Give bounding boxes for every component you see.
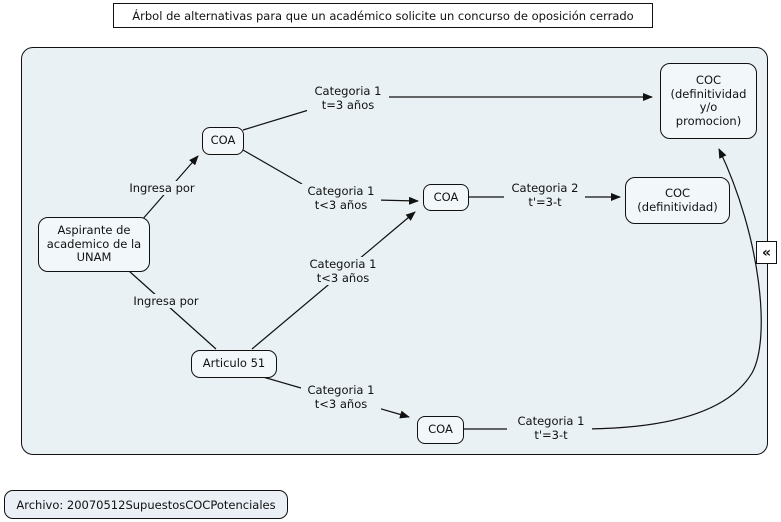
collapse-chevron-icon[interactable]: « [756, 241, 777, 264]
edge-label-categoria1-lt3-c: Categoria 1 t<3 años [301, 383, 381, 411]
node-coa-top[interactable]: COA [202, 127, 244, 155]
diagram-title: Árbol de alternativas para que un académ… [113, 3, 653, 28]
node-coa-bottom[interactable]: COA [417, 416, 464, 444]
file-name-label: Archivo: 20070512SupuestosCOCPotenciales [4, 490, 288, 519]
edge-label-categoria1-lt3-b: Categoria 1 t<3 años [303, 257, 383, 285]
node-coa-middle[interactable]: COA [423, 184, 469, 211]
edge-label-categoria2-t3mt: Categoria 2 t'=3-t [505, 181, 585, 209]
node-aspirante-unam[interactable]: Aspirante de academico de la UNAM [38, 217, 150, 272]
edge-label-categoria1-t3mt: Categoria 1 t'=3-t [510, 414, 592, 442]
edge-label-categoria1-lt3-a: Categoria 1 t<3 años [301, 184, 381, 212]
node-coc-definitividad-promocion[interactable]: COC (definitividad y/o promocion) [660, 63, 757, 139]
node-coc-definitividad[interactable]: COC (definitividad) [625, 177, 730, 224]
edge-label-ingresa-por-coa: Ingresa por [120, 181, 204, 195]
edge-label-categoria1-t3: Categoria 1 t=3 años [307, 84, 389, 112]
edge-label-ingresa-por-articulo: Ingresa por [126, 294, 206, 308]
node-articulo-51[interactable]: Articulo 51 [191, 350, 277, 378]
